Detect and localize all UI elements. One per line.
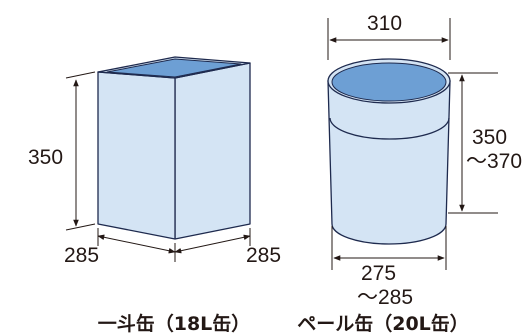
height-ext-bottom — [65, 223, 96, 231]
square-can-width-left-label: 285 — [64, 244, 99, 267]
square-can-front-face — [97, 71, 176, 240]
pail-can-body — [327, 80, 451, 245]
width-right-arrow — [174, 234, 251, 254]
pail-height-label-line2: ～370 — [466, 150, 522, 173]
square-can-dimensions — [65, 71, 251, 262]
pail-top-diameter-label: 310 — [367, 12, 402, 35]
square-can-height-label: 350 — [28, 146, 63, 169]
pail-bottom-label-line1: 275 — [361, 262, 396, 285]
pail-can-20l — [327, 58, 451, 245]
pail-can-dimensions — [327, 18, 498, 270]
pail-height-label-line1: 350 — [472, 126, 507, 149]
pail-can-caption: ペール缶（20L缶） — [297, 312, 469, 335]
square-can-18l — [97, 56, 251, 240]
square-can-caption: 一斗缶（18L缶） — [98, 312, 251, 335]
width-left-arrow — [97, 234, 176, 254]
height-ext-top — [65, 71, 96, 79]
pail-can-band — [329, 117, 450, 140]
pail-can-opening — [331, 62, 447, 102]
square-can-width-right-label: 285 — [246, 244, 281, 267]
pail-bottom-label-line2: ～285 — [357, 286, 413, 309]
square-can-right-face — [174, 62, 251, 240]
square-can-opening — [106, 58, 242, 78]
